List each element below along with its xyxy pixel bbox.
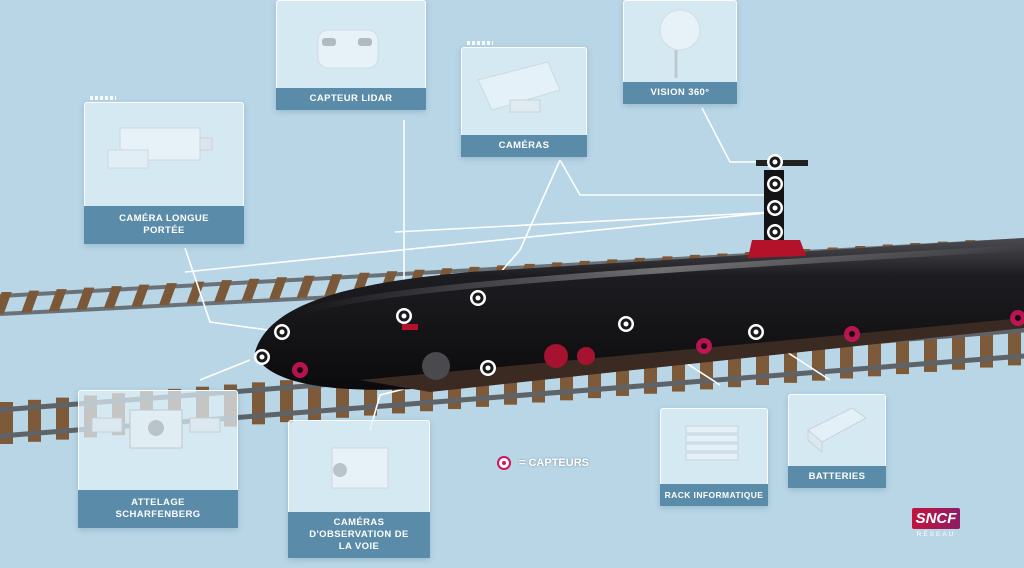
sncf-logo: SNCF RÉSEAU xyxy=(906,508,966,538)
sensor-marker xyxy=(748,324,764,340)
sensor-marker xyxy=(767,200,783,216)
card-batteries: BATTERIES xyxy=(788,394,886,488)
sensor-marker xyxy=(767,224,783,240)
sensor-marker xyxy=(696,338,712,354)
card-camera-longue-portee: CAMÉRA LONGUE PORTÉE xyxy=(84,96,244,244)
card-cameras: CAMÉRAS xyxy=(461,41,587,157)
card-label: BATTERIES xyxy=(788,466,886,488)
legend: = CAPTEURS xyxy=(497,456,589,470)
sensor-marker xyxy=(254,349,270,365)
card-label: CAMÉRAS xyxy=(461,135,587,157)
sensor-marker xyxy=(844,326,860,342)
card-tag xyxy=(90,96,116,100)
sensor-marker xyxy=(470,290,486,306)
sensor-marker xyxy=(618,316,634,332)
logo-sub: RÉSEAU xyxy=(916,531,956,538)
card-label: VISION 360° xyxy=(623,82,737,104)
sensor-markers xyxy=(254,154,1024,378)
logo-brand: SNCF xyxy=(911,508,961,529)
sensor-marker xyxy=(274,324,290,340)
card-attelage: ATTELAGE SCHARFENBERG xyxy=(78,390,238,528)
card-cameras-observation: CAMÉRAS D'OBSERVATION DE LA VOIE xyxy=(288,420,430,558)
card-label: CAMÉRA LONGUE PORTÉE xyxy=(84,206,244,244)
sensor-marker xyxy=(767,176,783,192)
card-label: CAPTEUR LIDAR xyxy=(276,88,426,110)
card-label: ATTELAGE SCHARFENBERG xyxy=(78,490,238,528)
card-label: CAMÉRAS D'OBSERVATION DE LA VOIE xyxy=(288,512,430,558)
card-vision-360: VISION 360° xyxy=(623,0,737,104)
sensor-dot-icon xyxy=(497,456,511,470)
sensor-marker xyxy=(480,360,496,376)
card-rack: RACK INFORMATIQUE xyxy=(660,408,768,506)
sensor-marker xyxy=(292,362,308,378)
sensor-marker xyxy=(767,154,783,170)
legend-text: = CAPTEURS xyxy=(519,457,589,469)
card-label: RACK INFORMATIQUE xyxy=(660,484,768,506)
card-capteur-lidar: CAPTEUR LIDAR xyxy=(276,0,426,110)
sensor-marker xyxy=(396,308,412,324)
sensor-marker xyxy=(1010,310,1024,326)
card-tag xyxy=(467,41,493,45)
